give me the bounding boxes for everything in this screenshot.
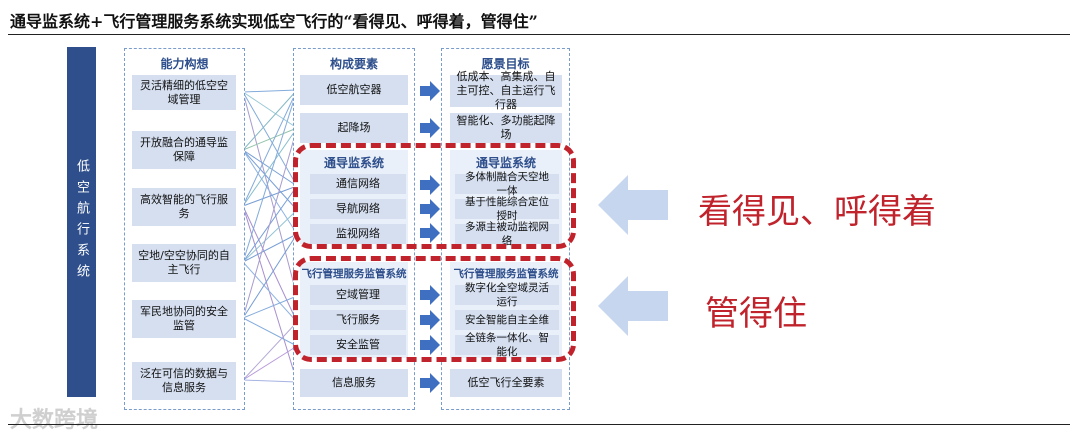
elements-fms-title: 飞行管理服务监管系统 [301, 268, 407, 280]
link [242, 89, 298, 93]
link [242, 149, 298, 235]
goal-cns-item: 多体制融合天空地一体 [455, 171, 559, 197]
element-item: 起降场 [300, 113, 408, 143]
link [242, 233, 298, 319]
capability-item: 灵活精细的低空空域管理 [132, 75, 236, 110]
link [242, 317, 298, 347]
link [242, 89, 298, 207]
link [242, 295, 298, 319]
capability-item: 军民地协同的安全监管 [132, 300, 236, 338]
arrow-icon [420, 373, 440, 393]
element-item: 低空航空器 [300, 75, 408, 105]
goal-item: 低空飞行全要素 [450, 369, 562, 397]
link [242, 185, 298, 207]
element-cns-item: 导航网络 [310, 199, 406, 219]
link [242, 321, 298, 381]
link [242, 345, 298, 381]
link [242, 149, 298, 211]
elements-cns-title: 通导监系统 [323, 156, 384, 170]
side-label-wrap: 低空航行系统 [67, 47, 96, 397]
side-label: 低空航行系统 [74, 159, 89, 285]
goal-item: 智能化、多功能起降场 [450, 113, 562, 143]
link [242, 89, 298, 263]
goal-fms-item: 全链条一体化、智能化 [455, 332, 559, 358]
goal-fms-item: 数字化全空域灵活运行 [455, 282, 559, 308]
capability-item: 开放融合的通导监保障 [132, 131, 236, 169]
watermark: 大数跨境 [10, 408, 99, 433]
arrow-icon [420, 118, 440, 138]
capability-item: 空地/空空协同的自主飞行 [132, 244, 236, 282]
cns-highlight [293, 143, 576, 249]
arrow-icon [420, 223, 440, 243]
link [242, 91, 298, 129]
link [242, 379, 298, 383]
arrow-icon [420, 335, 440, 355]
goals-cns-title: 通导监系统 [475, 156, 536, 170]
element-fms-item: 飞行服务 [310, 310, 406, 330]
arrow-icon [420, 175, 440, 195]
link [242, 127, 298, 151]
arrow-icon [420, 310, 440, 330]
element-item: 信息服务 [300, 369, 408, 397]
link [242, 127, 298, 207]
top-rule [8, 34, 1070, 35]
goal-cns-item: 多源主被动监视网络 [455, 221, 559, 247]
link [242, 261, 298, 323]
elements-header: 构成要素 [329, 57, 378, 71]
big-arrow-icon [598, 175, 668, 235]
arrow-icon [420, 285, 440, 305]
goals-fms-title: 飞行管理服务监管系统 [453, 268, 559, 280]
big-arrow-icon [598, 276, 668, 336]
link [242, 205, 298, 323]
link [242, 91, 298, 297]
side-bar [67, 47, 96, 397]
fms-highlight [293, 256, 576, 362]
element-cns-item: 通信网络 [310, 174, 406, 194]
link [242, 89, 298, 151]
link [242, 127, 298, 319]
goals-header: 愿景目标 [481, 57, 530, 71]
element-cns-item: 监视网络 [310, 224, 406, 244]
goal-fms-item: 安全智能自主全维 [455, 310, 559, 330]
link [242, 205, 298, 383]
callout-see-call: 看得见、呼得着 [698, 192, 936, 232]
element-fms-item: 安全监管 [310, 335, 406, 355]
arrow-icon [420, 199, 440, 219]
page-title: 通导监系统+飞行管理服务系统实现低空飞行的“看得见、呼得着，管得住” [10, 12, 538, 31]
link [242, 233, 298, 263]
bottom-rule [8, 424, 1070, 425]
element-fms-item: 空域管理 [310, 285, 406, 305]
capability-item: 高效智能的飞行服务 [132, 188, 236, 226]
link [242, 209, 298, 263]
callout-control: 管得住 [705, 294, 807, 334]
arrow-icon [420, 81, 440, 101]
capability-item: 泛在可信的数据与信息服务 [132, 362, 236, 400]
capability-header: 能力构想 [160, 57, 209, 71]
link [242, 149, 298, 187]
